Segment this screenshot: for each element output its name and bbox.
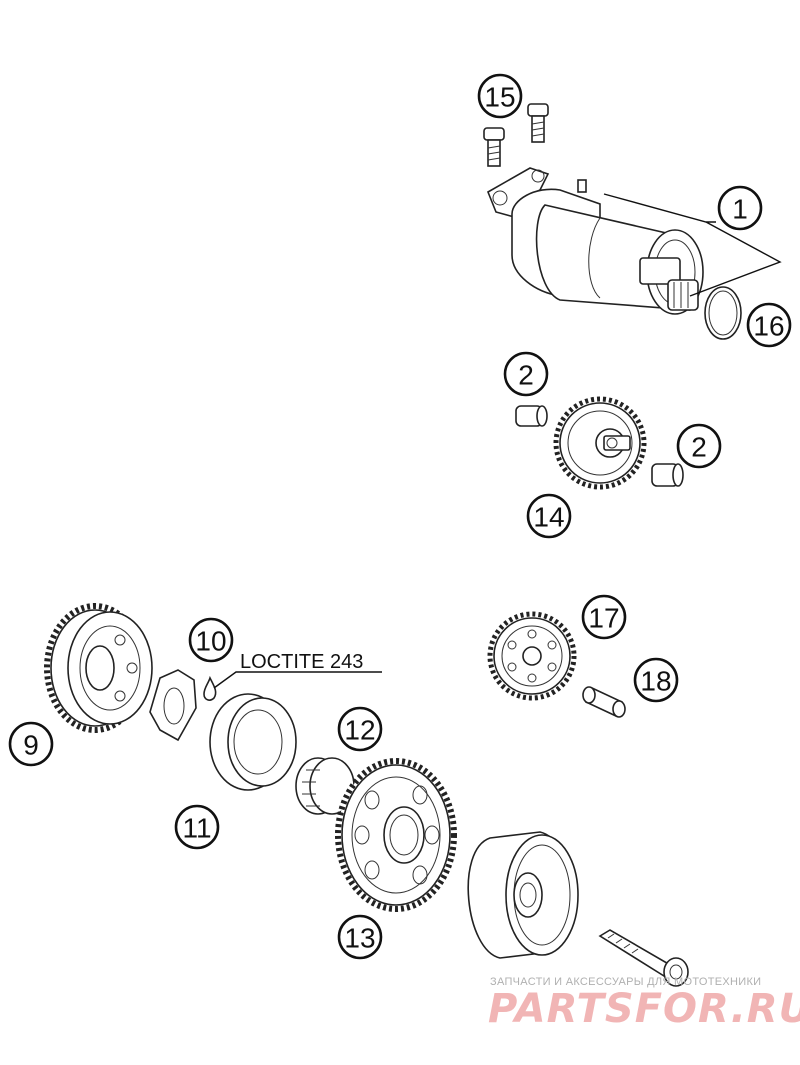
svg-text:12: 12 xyxy=(344,715,375,746)
gear-13 xyxy=(335,758,457,912)
leader-1 xyxy=(603,193,782,297)
callout-13: 13 xyxy=(337,914,383,960)
callout-10: 10 xyxy=(188,617,234,663)
svg-text:10: 10 xyxy=(195,626,226,657)
callout-11: 11 xyxy=(174,804,220,850)
pin-18 xyxy=(582,686,626,718)
bolt-15a xyxy=(483,127,505,167)
rotor xyxy=(467,831,579,959)
callout-2-right: 2 xyxy=(676,423,722,469)
leader-loctite xyxy=(213,671,382,689)
hex-nut xyxy=(149,669,197,742)
o-ring xyxy=(704,286,742,340)
svg-text:18: 18 xyxy=(640,666,671,697)
starter-motor xyxy=(486,167,704,315)
svg-text:15: 15 xyxy=(484,82,515,113)
svg-text:2: 2 xyxy=(691,432,707,463)
callout-15: 15 xyxy=(477,73,523,119)
callout-14: 14 xyxy=(526,493,572,539)
bushing-2-left xyxy=(515,405,548,427)
bolt-15b xyxy=(527,103,549,143)
loctite-drop-icon xyxy=(203,675,217,701)
watermark-brand: PARTSFOR.RU xyxy=(488,986,800,1032)
freewheel-gear xyxy=(44,603,153,733)
callout-17: 17 xyxy=(581,594,627,640)
rotor-bolt xyxy=(598,929,689,987)
svg-text:16: 16 xyxy=(753,311,784,342)
intermediate-gear xyxy=(553,396,647,490)
freewheel-ring xyxy=(209,693,297,791)
callout-9: 9 xyxy=(8,721,54,767)
svg-text:14: 14 xyxy=(533,502,564,533)
callout-12: 12 xyxy=(337,706,383,752)
svg-text:17: 17 xyxy=(588,603,619,634)
callout-16: 16 xyxy=(746,302,792,348)
bushing-2-right xyxy=(651,463,684,487)
svg-text:2: 2 xyxy=(518,360,534,391)
svg-text:1: 1 xyxy=(732,194,748,225)
callout-1: 1 xyxy=(717,185,763,231)
gear-17 xyxy=(487,611,577,701)
watermark-tagline: ЗАПЧАСТИ И АКСЕССУАРЫ ДЛЯ МОТОТЕХНИКИ xyxy=(490,976,761,988)
callout-2-top: 2 xyxy=(503,351,549,397)
loctite-note: LOCTITE 243 xyxy=(240,651,363,673)
svg-text:13: 13 xyxy=(344,923,375,954)
svg-text:9: 9 xyxy=(23,730,39,761)
svg-text:11: 11 xyxy=(182,813,211,844)
callout-18: 18 xyxy=(633,657,679,703)
